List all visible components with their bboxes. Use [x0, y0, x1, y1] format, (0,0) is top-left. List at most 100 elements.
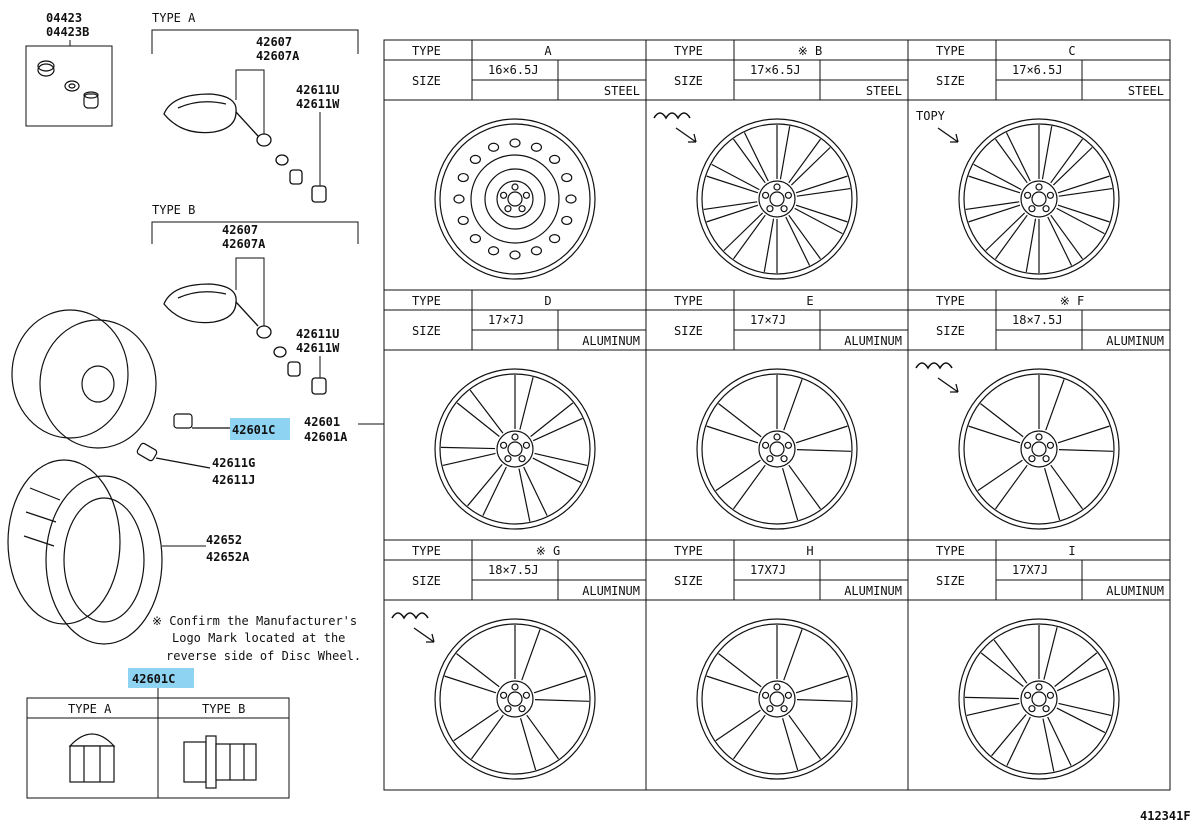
wheel-material-value: ALUMINUM — [844, 334, 902, 348]
wheel-cell[interactable]: TYPE SIZE E 17×7J ALUMINUM — [645, 289, 909, 541]
wheel-size-value: 17X7J — [1012, 563, 1048, 577]
part-number-04423b[interactable]: 04423B — [46, 25, 89, 39]
highlight-42601c — [230, 418, 290, 440]
wheel-icon — [696, 618, 858, 780]
sensor-group-type-a: TYPE A 42607 42607A 42611U 42611W — [151, 11, 359, 203]
wheel-material-value: ALUMINUM — [1106, 334, 1164, 348]
arrow-icon — [937, 377, 959, 393]
part-number-42607a[interactable]: 42607A — [222, 237, 266, 251]
wheel-material-value: STEEL — [1128, 84, 1164, 98]
size-header: SIZE — [936, 324, 965, 338]
arrow-icon — [413, 627, 435, 643]
manufacturer-logo-text: TOPY — [916, 109, 946, 123]
arrow-icon — [937, 127, 959, 143]
type-b-label: TYPE B — [152, 203, 195, 217]
manufacturer-logo-icon — [653, 112, 691, 120]
flange-nut-icon — [183, 735, 257, 789]
type-header: TYPE — [412, 544, 441, 558]
note-line: Logo Mark located at the — [172, 631, 345, 645]
wheel-size-value: 17×6.5J — [1012, 63, 1063, 77]
wheel-material-value: ALUMINUM — [1106, 584, 1164, 598]
part-number-42601c[interactable]: 42601C — [132, 672, 175, 686]
type-header: TYPE — [412, 44, 441, 58]
part-number-42607[interactable]: 42607 — [256, 35, 292, 49]
diagram-id: 412341F — [1140, 809, 1191, 823]
part-number-04423[interactable]: 04423 — [46, 11, 82, 25]
wheel-assembly-icon — [11, 309, 157, 449]
part-number-42601[interactable]: 42601 — [304, 415, 340, 429]
part-number-42611u[interactable]: 42611U — [296, 327, 339, 341]
wheel-size-value: 18×7.5J — [1012, 313, 1063, 327]
wheel-type-value: D — [544, 294, 551, 308]
part-number-42611j[interactable]: 42611J — [212, 473, 255, 487]
valve-cap-set: 04423 04423B — [25, 11, 113, 127]
wheel-size-value: 17×7J — [488, 313, 524, 327]
size-header: SIZE — [674, 74, 703, 88]
manufacturer-logo-icon — [915, 362, 953, 370]
arrow-icon — [675, 127, 697, 143]
wheel-material-value: STEEL — [604, 84, 640, 98]
manufacturer-logo-note: ※ Confirm the Manufacturer's Logo Mark l… — [152, 614, 361, 663]
type-header: TYPE — [674, 44, 703, 58]
nut-type-b-label: TYPE B — [202, 702, 245, 716]
type-a-label: TYPE A — [152, 11, 196, 25]
part-number-42611u[interactable]: 42611U — [296, 83, 339, 97]
wheel-material-value: ALUMINUM — [844, 584, 902, 598]
wheel-icon — [696, 368, 858, 530]
size-header: SIZE — [936, 74, 965, 88]
wheel-type-value: H — [806, 544, 813, 558]
part-number-42607[interactable]: 42607 — [222, 223, 258, 237]
type-header: TYPE — [412, 294, 441, 308]
tpms-sensor-icon — [163, 283, 327, 395]
part-number-42601c[interactable]: 42601C — [232, 423, 275, 437]
wheel-icon — [434, 118, 596, 280]
wheel-type-value: A — [544, 44, 552, 58]
size-header: SIZE — [412, 74, 441, 88]
size-header: SIZE — [412, 324, 441, 338]
wheel-size-value: 17×6.5J — [750, 63, 801, 77]
wheel-type-value: ※ F — [1060, 294, 1085, 308]
valve-stem-icon — [136, 442, 211, 469]
acorn-nut-icon — [68, 733, 116, 783]
wheel-size-value: 17×7J — [750, 313, 786, 327]
wheel-icon — [434, 618, 596, 780]
wheel-icon — [958, 118, 1120, 280]
tire-icon — [7, 459, 163, 645]
wheel-icon — [696, 118, 858, 280]
part-number-42652a[interactable]: 42652A — [206, 550, 250, 564]
type-header: TYPE — [674, 294, 703, 308]
wheel-type-value: ※ G — [536, 544, 561, 558]
type-header: TYPE — [674, 544, 703, 558]
part-number-42611w[interactable]: 42611W — [296, 97, 340, 111]
wheel-material-value: STEEL — [866, 84, 902, 98]
wheel-size-value: 18×7.5J — [488, 563, 539, 577]
part-number-42652[interactable]: 42652 — [206, 533, 242, 547]
highlight-42601c — [128, 668, 194, 688]
note-line: reverse side of Disc Wheel. — [166, 649, 361, 663]
part-number-42611g[interactable]: 42611G — [212, 456, 255, 470]
wheel-icon — [958, 368, 1120, 530]
size-header: SIZE — [674, 324, 703, 338]
part-number-42607a[interactable]: 42607A — [256, 49, 300, 63]
part-number-42611w[interactable]: 42611W — [296, 341, 340, 355]
wheel-icon — [958, 618, 1120, 780]
wheel-material-value: ALUMINUM — [582, 584, 640, 598]
note-line: ※ Confirm the Manufacturer's — [152, 614, 357, 628]
valve-cap-icon — [37, 60, 99, 109]
wheel-type-value: E — [806, 294, 813, 308]
part-number-42601a[interactable]: 42601A — [304, 430, 348, 444]
nut-type-a-label: TYPE A — [68, 702, 112, 716]
size-header: SIZE — [936, 574, 965, 588]
manufacturer-logo-icon — [391, 612, 429, 620]
sensor-group-type-b: TYPE B 42607 42607A 42611U 42611W — [151, 203, 359, 395]
